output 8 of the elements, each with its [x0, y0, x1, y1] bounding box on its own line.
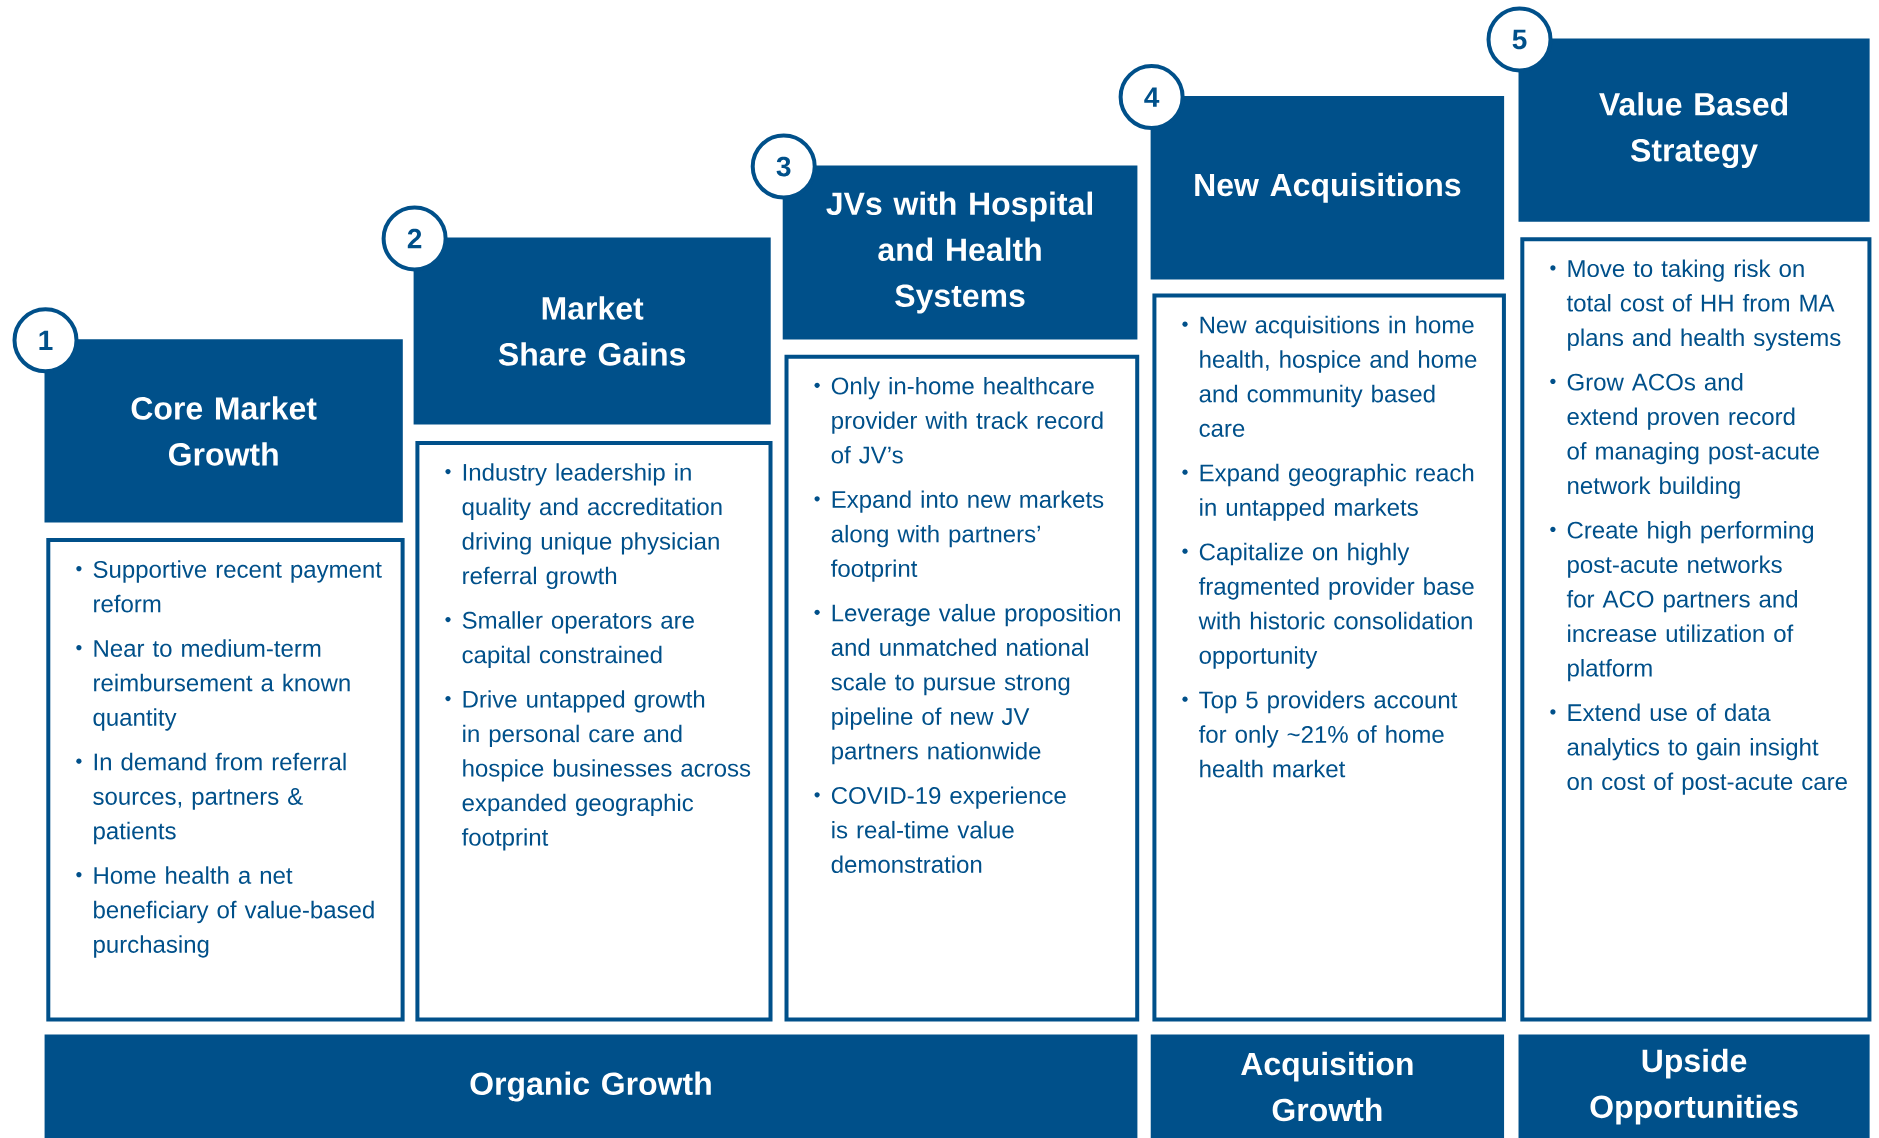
category-band: Upside Opportunities	[1518, 1034, 1870, 1138]
bullet-list-box: Industry leadership in quality and accreditation driving unique physician referral growth Smaller operators are capital constrained Drive untapped growth in personal care and hospice businesses across expanded geographic footprint	[415, 441, 773, 1022]
bullet-list-box: Supportive recent payment reform Near to medium-term reimbursement a known quantity In demand from referral sources, partners & patients Home health a net beneficiary of value-based purchasing	[46, 538, 405, 1022]
bullet-list-box: Move to taking risk on total cost of HH from MA plans and health systems Grow ACOs and extend proven record of managing post-acute network building Create high performing post-acute networks for ACO partners and increase utilization of platform Extend use of data analytics to gain insight on cost of post-acute care	[1520, 237, 1872, 1022]
bullet-list-box: New acquisitions in home health, hospice and home and community based care Expand geographic reach in untapped markets Capitalize on highly fragmented provider base with historic consolidation opportunity Top 5 providers account for only ~21% of home health market	[1152, 293, 1506, 1022]
category-band: Organic Growth	[44, 1034, 1138, 1138]
bullet-list-box: Only in-home healthcare provider with track record of JV’s Expand into new markets along with partners’ footprint Leverage value proposition and unmatched national scale to pursue strong pipeline of new JV partners nationwide COVID-19 experience is real-time value demonstration	[784, 354, 1140, 1022]
category-band: Acquisition Growth	[1150, 1034, 1505, 1138]
